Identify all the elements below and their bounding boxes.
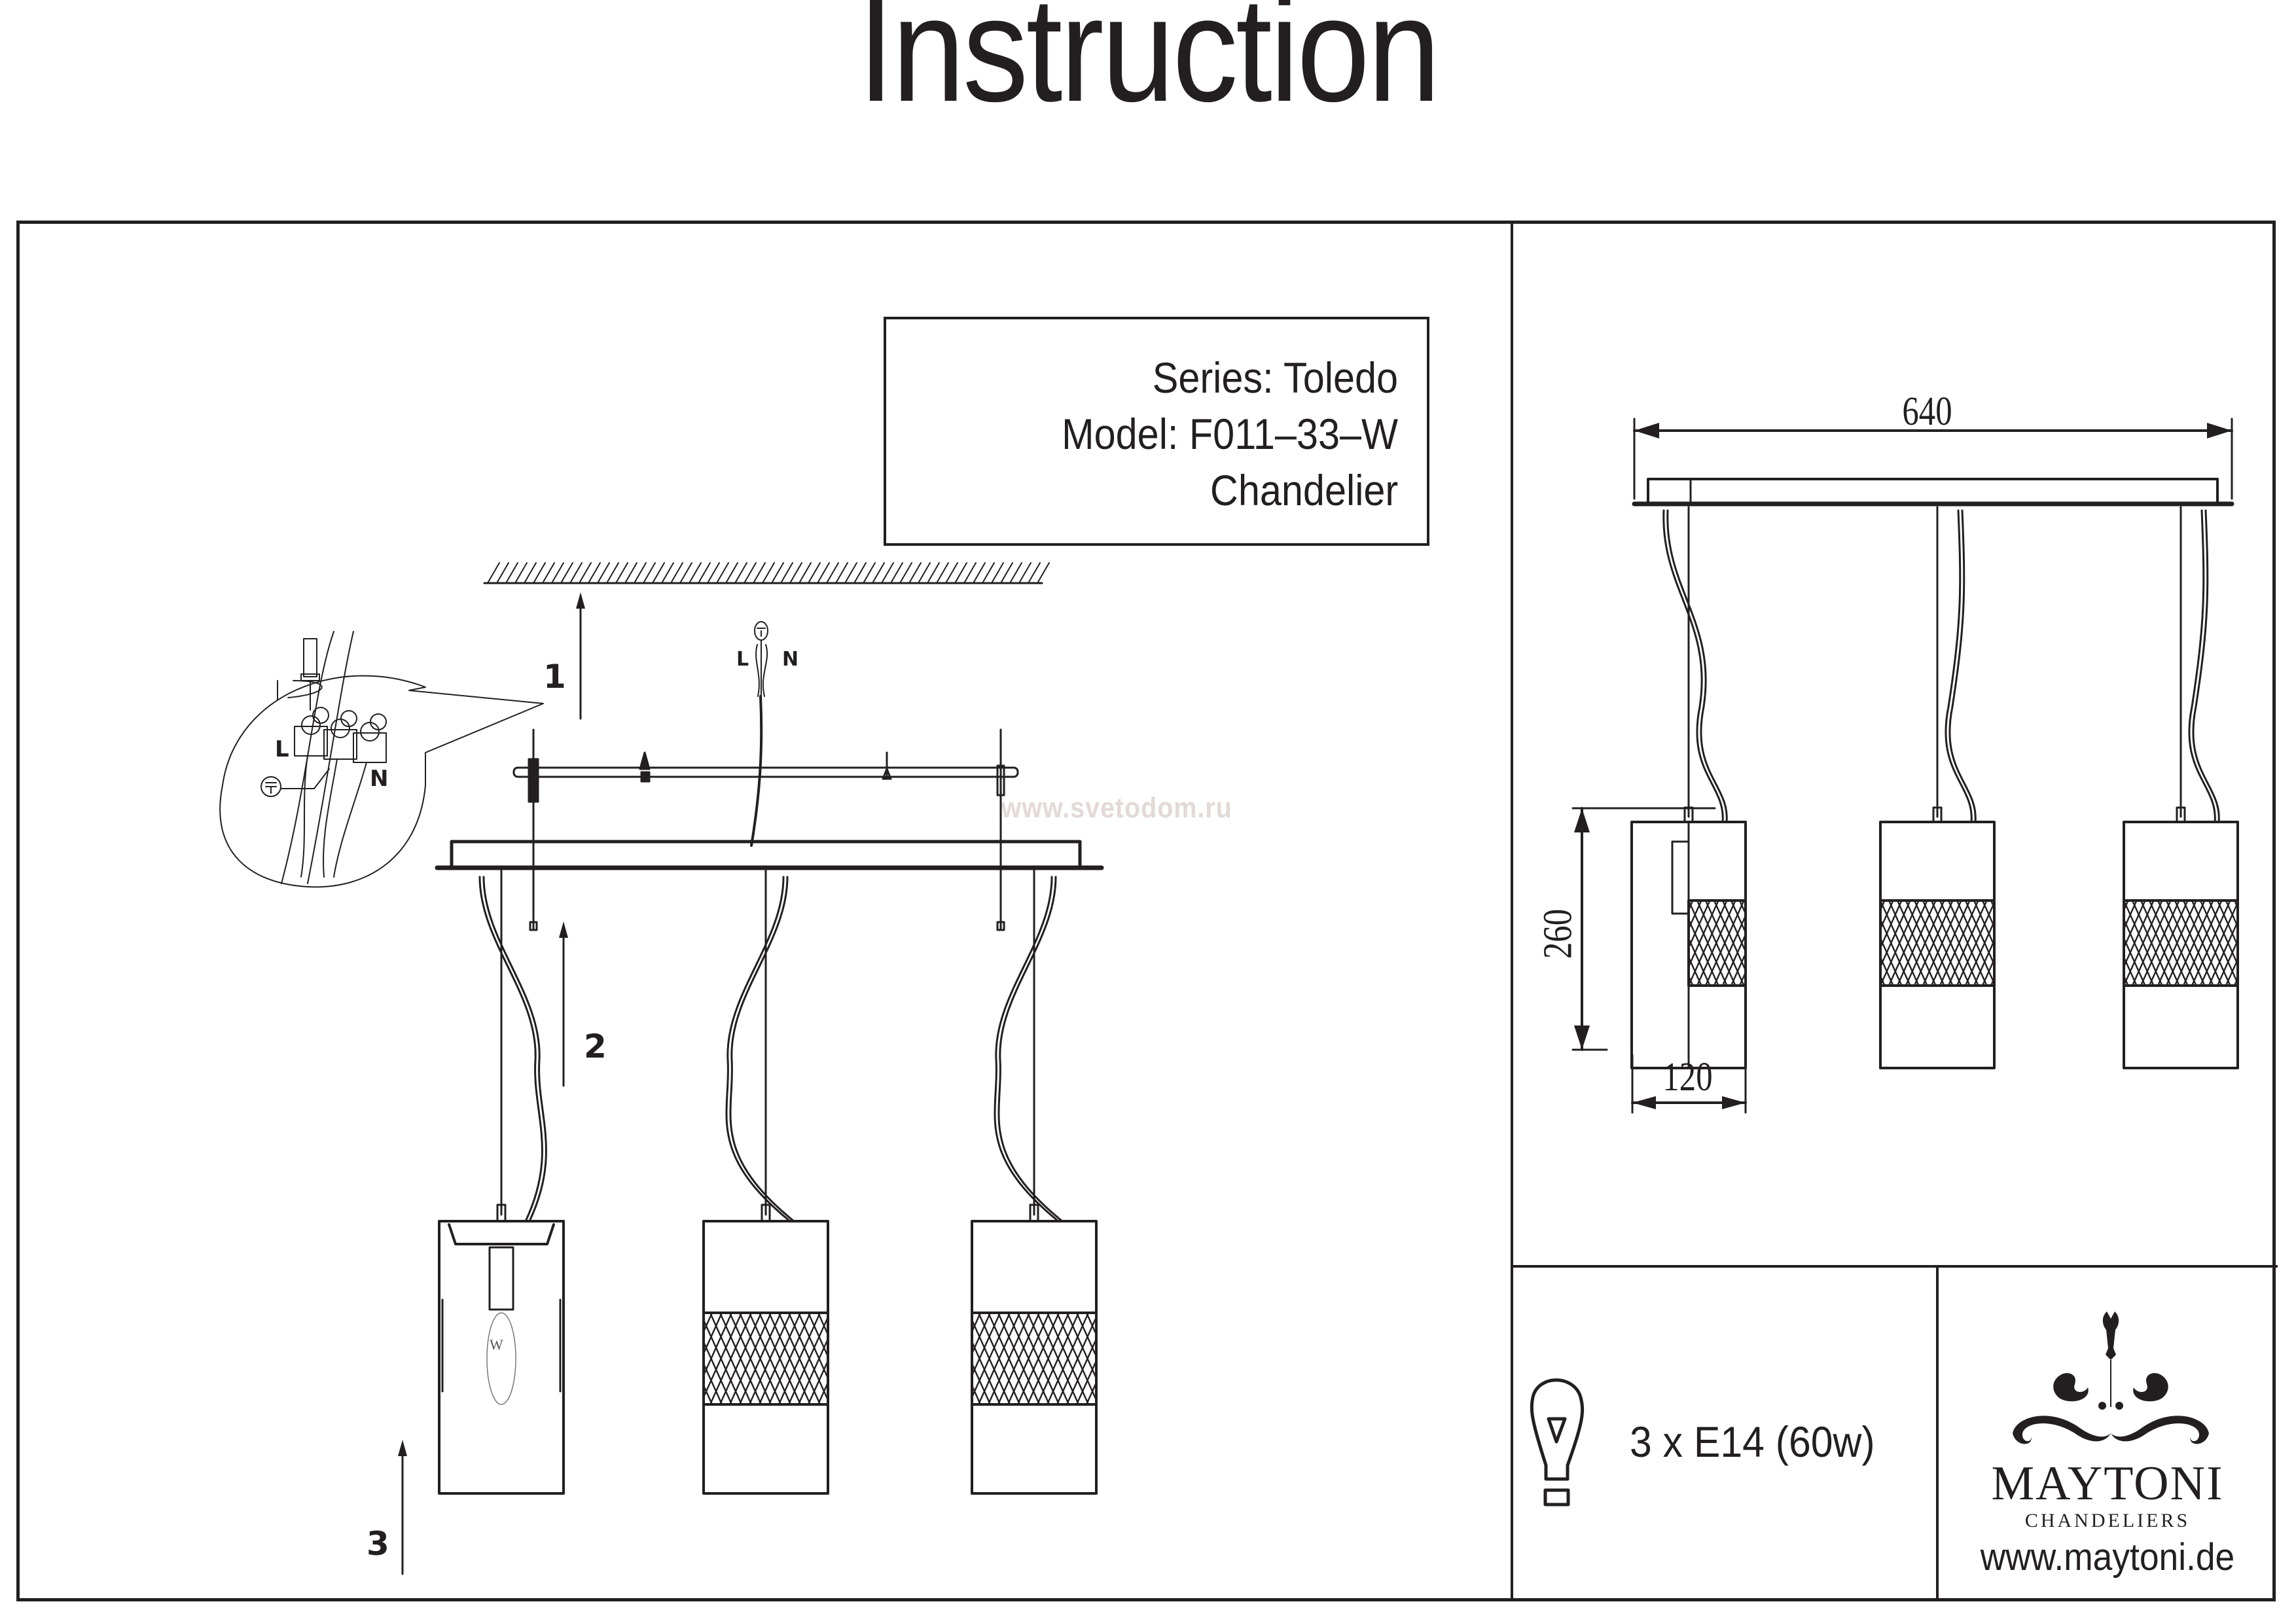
pendant-shade <box>438 1204 565 1495</box>
power-cord <box>1945 509 1973 823</box>
power-cord <box>2188 509 2216 823</box>
live-wire-label: L <box>736 648 749 671</box>
outer-frame <box>16 221 2276 1601</box>
detail-live-label: L <box>275 736 289 762</box>
detail-neutral-label: N <box>370 766 389 792</box>
bulb-spec: 3 x E14 (60w) <box>1630 1418 1875 1466</box>
wiring-detail-callout <box>219 631 544 888</box>
cord-grip <box>761 1204 771 1222</box>
page-title: Instruction <box>857 0 1441 133</box>
power-cord <box>1662 509 1724 823</box>
width-dimension-label: 640 <box>1902 389 1952 434</box>
cord-grip <box>1932 806 1943 823</box>
dimension-drawing <box>1571 418 2239 1114</box>
brand-subtitle: CHANDELIERS <box>2024 1510 2191 1531</box>
cord-grip <box>1029 1204 1039 1222</box>
height-dimension-label: 260 <box>1535 908 1581 959</box>
ceiling-icon <box>483 562 1050 584</box>
pendant-shade <box>702 1204 829 1495</box>
cord-grip <box>1683 806 1694 823</box>
brand-name: MAYTONI <box>1991 1457 2224 1510</box>
canopy <box>435 840 1104 870</box>
power-cord <box>997 876 1064 1222</box>
earth-symbol-icon <box>260 768 330 797</box>
panel-divider-vertical <box>1511 221 1513 1601</box>
lamp-socket <box>488 1246 514 1311</box>
watermark: www.svetodom.ru <box>1001 792 1232 824</box>
product-info-box: Series: Toledo Model: F011–33–W Chandeli… <box>884 317 1429 546</box>
supply-cable <box>750 621 768 847</box>
pendant-shade <box>971 1204 1098 1495</box>
terminal-block-icon <box>294 707 387 763</box>
shade-diameter-label: 120 <box>1662 1055 1713 1099</box>
neutral-wire-label: N <box>782 648 799 671</box>
candle-bulb-icon <box>486 1312 516 1405</box>
mesh-band <box>1689 901 1746 986</box>
pendant-shade <box>1630 806 1747 1069</box>
power-cord <box>482 876 547 1222</box>
power-cord <box>478 876 543 1222</box>
panel-divider-horizontal <box>1512 1265 2278 1268</box>
ornament-logo-icon <box>2013 1311 2209 1444</box>
step-2-number: 2 <box>584 1027 607 1065</box>
mesh-band <box>2124 901 2238 986</box>
step-1-number: 1 <box>543 658 566 696</box>
power-cord <box>729 876 795 1222</box>
step-3-number: 3 <box>367 1525 389 1563</box>
power-cord <box>1948 509 1977 823</box>
product-type-label: Chandelier <box>1210 466 1398 514</box>
step-2-arrow-icon <box>559 921 568 1087</box>
power-cord <box>1666 509 1728 823</box>
mesh-band <box>1880 901 1994 986</box>
mesh-band <box>972 1313 1096 1404</box>
cord-grip <box>496 1204 507 1222</box>
power-cord <box>994 876 1060 1222</box>
bulb-icon <box>1530 1378 1585 1507</box>
mesh-band <box>704 1313 828 1404</box>
cord-grip <box>2176 806 2186 823</box>
lamp-mark: W <box>490 1336 503 1353</box>
pendant-shade <box>1879 806 1996 1069</box>
pendant-shade <box>2123 806 2239 1069</box>
lamp-socket <box>1671 840 1690 915</box>
step-1-arrow-icon <box>576 592 585 720</box>
model-label: Model: F011–33–W <box>1062 410 1398 458</box>
series-label: Series: Toledo <box>1152 353 1398 402</box>
step-3-arrow-icon <box>398 1440 407 1575</box>
power-cord <box>2192 509 2220 823</box>
screwdriver-icon <box>277 638 323 711</box>
footer-divider-vertical <box>1936 1266 1939 1601</box>
mounting-bar <box>512 728 1019 931</box>
power-cord <box>725 876 791 1222</box>
brand-url[interactable]: www.maytoni.de <box>1980 1536 2235 1578</box>
